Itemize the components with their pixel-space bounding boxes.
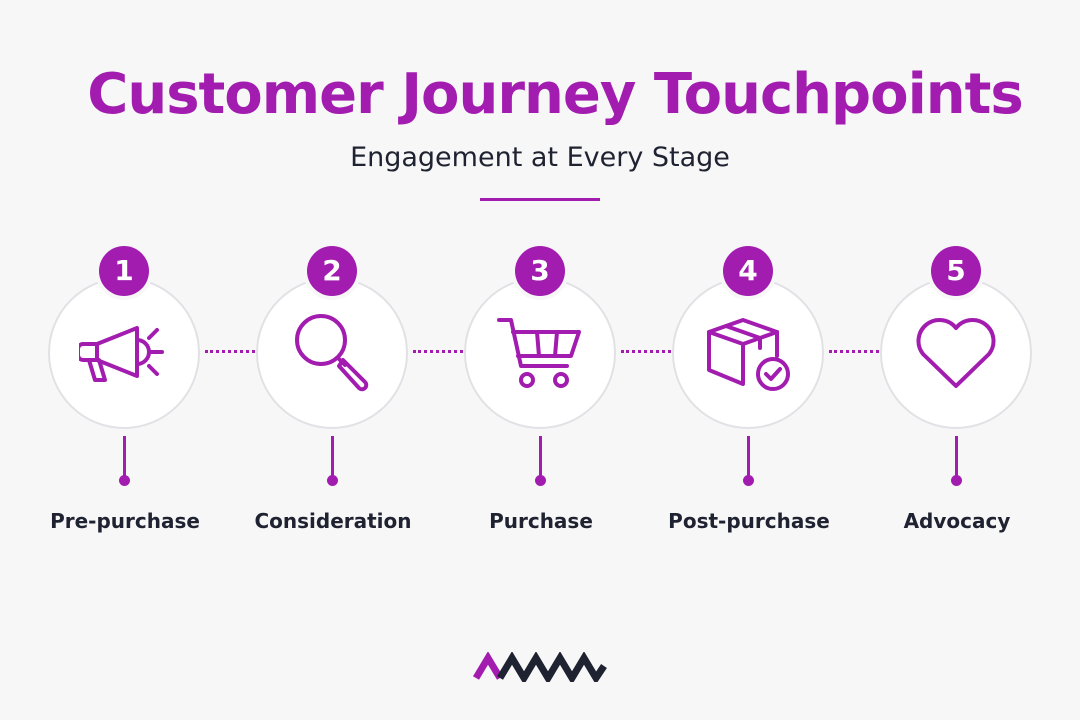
stage-pre-purchase: 1 Pre-purchase <box>45 244 205 544</box>
stage-number-badge: 5 <box>931 246 981 296</box>
connector-3-4 <box>621 350 671 353</box>
stage-number-badge: 4 <box>723 246 773 296</box>
magnifier-icon <box>295 314 369 392</box>
stage-label: Consideration <box>254 509 412 533</box>
shopping-cart-icon <box>497 318 581 388</box>
connector-1-2 <box>205 350 255 353</box>
page-title: Customer Journey Touchpoints <box>87 62 1024 127</box>
stage-stem <box>955 436 958 478</box>
heart-icon <box>916 318 996 388</box>
stage-post-purchase: 4 Post-purchase <box>668 244 830 544</box>
stage-dot <box>327 475 338 486</box>
stage-circle <box>880 277 1032 429</box>
stage-dot <box>743 475 754 486</box>
stage-consideration: 2 Consideration <box>253 244 413 544</box>
page-subtitle: Engagement at Every Stage <box>350 142 730 173</box>
title-divider <box>480 198 600 201</box>
stage-dot <box>535 475 546 486</box>
connector-2-3 <box>413 350 463 353</box>
stage-stem <box>331 436 334 478</box>
stage-purchase: 3 Purchase <box>461 244 621 544</box>
stage-stem <box>747 436 750 478</box>
stage-label: Pre-purchase <box>50 509 200 533</box>
stage-stem <box>123 436 126 478</box>
stage-label: Advocacy <box>903 509 1011 533</box>
megaphone-icon <box>79 326 164 382</box>
stage-number-badge: 1 <box>99 246 149 296</box>
stage-number-badge: 2 <box>307 246 357 296</box>
connector-4-5 <box>829 350 879 353</box>
stage-stem <box>539 436 542 478</box>
stage-dot <box>951 475 962 486</box>
stage-label: Purchase <box>489 509 593 533</box>
stage-circle <box>672 277 824 429</box>
zigzag-logo-icon <box>472 652 607 682</box>
box-check-icon <box>707 318 790 391</box>
stage-advocacy: 5 Advocacy <box>877 244 1037 544</box>
stage-number-badge: 3 <box>515 246 565 296</box>
stage-dot <box>119 475 130 486</box>
stage-circle <box>256 277 408 429</box>
stage-label: Post-purchase <box>668 509 830 533</box>
